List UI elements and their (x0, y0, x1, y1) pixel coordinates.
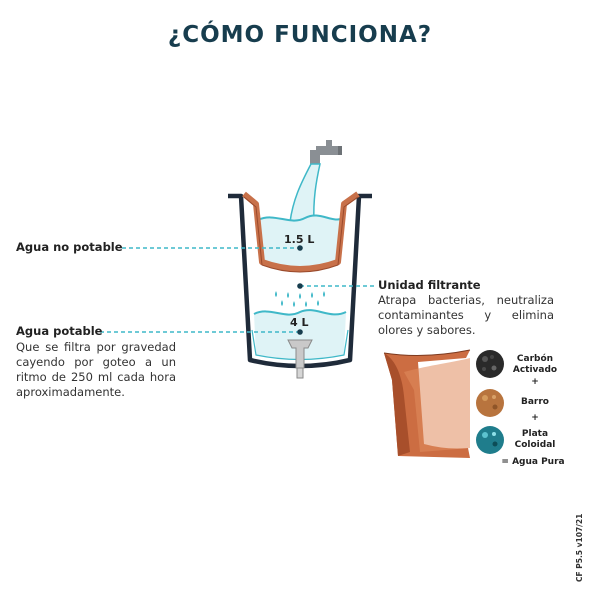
upper-capacity: 1.5 L (284, 233, 315, 246)
leader-lines (100, 247, 374, 333)
faucet-icon (310, 140, 342, 164)
label-unidad-filtrante: Unidad filtrante (378, 278, 481, 292)
material-plata: Plata Coloidal (514, 429, 556, 450)
label-agua-no-potable: Agua no potable (16, 240, 123, 254)
agua-potable-description: Que se filtra por gravedad cayendo por g… (16, 340, 176, 399)
label-agua-potable: Agua potable (16, 324, 103, 338)
clay-swatch (476, 389, 504, 417)
version-code: CF P5.5 v107/21 (575, 513, 584, 582)
unidad-filtrante-description: Atrapa bacterias, neutraliza contaminant… (378, 293, 554, 337)
plus-sign: + (531, 377, 539, 387)
material-carbon: Carbón Activado (512, 354, 558, 375)
lower-capacity: 4 L (290, 316, 309, 329)
plus-sign: + (531, 413, 539, 423)
water-drops (275, 291, 325, 307)
upper-water (258, 215, 344, 266)
result-label: = Agua Pura (501, 457, 565, 467)
carbon-swatch (476, 350, 504, 378)
page-title: ¿CÓMO FUNCIONA? (167, 22, 433, 48)
tap-icon (287, 339, 313, 379)
water-stream (289, 163, 321, 223)
material-barro: Barro (521, 397, 549, 407)
silver-swatch (476, 426, 504, 454)
clay-cross-section (383, 349, 471, 458)
